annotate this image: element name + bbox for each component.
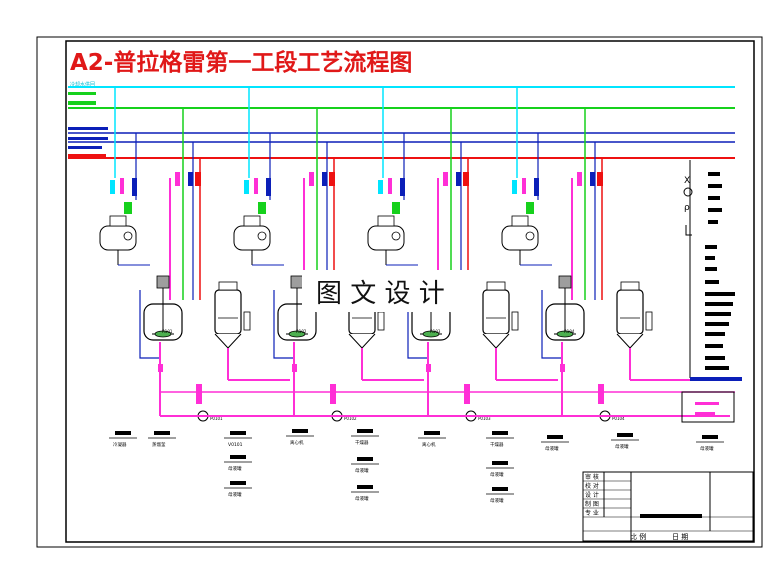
- equipment-label: 母液罐: [486, 487, 514, 504]
- equipment-label-text: 干燥器: [355, 439, 369, 446]
- equipment-label: 冷凝器: [109, 431, 137, 448]
- equipment-label-text: 干燥器: [490, 441, 504, 448]
- equipment-label-text: 母液罐: [545, 445, 559, 452]
- svg-text:X: X: [684, 176, 690, 186]
- watermark: 图 文 设 计: [302, 270, 480, 312]
- equipment-label-text: 母液罐: [228, 491, 242, 498]
- equipment-label: 母液罐: [224, 481, 252, 498]
- title-block: 审 核 校 对 设 计 制 图 专 业 比 例 日 期: [582, 471, 754, 542]
- title-block-row-2: 校 对: [585, 482, 599, 490]
- equipment-label: 母液罐: [486, 461, 514, 478]
- equipment-label: V0101: [224, 431, 252, 448]
- equipment-label-text: 冷凝器: [113, 441, 127, 448]
- discharge-header: [160, 391, 735, 417]
- pump-tag: P0102: [344, 416, 357, 421]
- diagram-title: A2-普拉格雷第一工段工艺流程图: [70, 49, 412, 76]
- svg-text:ρ: ρ: [684, 203, 690, 213]
- reactor-tag: R103: [430, 329, 441, 334]
- title-block-date: 日 期: [672, 533, 688, 541]
- equipment-label: 母液罐: [611, 433, 639, 450]
- equipment-label: 干燥器: [486, 431, 514, 448]
- equipment-label-text: 母液罐: [228, 465, 242, 472]
- reactor-tag: R102: [296, 329, 307, 334]
- equipment-label-text: 母液罐: [700, 445, 714, 452]
- equipment-label-text: 离心机: [422, 441, 436, 448]
- equipment-label-text: 母液罐: [615, 443, 629, 450]
- reactor-tag: R101: [162, 329, 173, 334]
- title-block-row-3: 设 计: [585, 491, 599, 499]
- equipment-label-text: 母液罐: [355, 467, 369, 474]
- inner-frame: [65, 40, 755, 543]
- equipment-label: 母液罐: [351, 457, 379, 474]
- pipe-legend: [68, 92, 108, 158]
- equipment-label-text: V0101: [228, 442, 243, 448]
- equipment-label: 离心机: [286, 429, 314, 446]
- watermark-text: 图 文 设 计: [316, 279, 445, 309]
- pump-tag: P0101: [210, 416, 223, 421]
- header-pipes: [68, 86, 735, 159]
- equipment-label-text: 母液罐: [490, 471, 504, 478]
- pump-tag: P0103: [478, 416, 491, 421]
- title-block-row-4: 制 图: [585, 500, 599, 508]
- equipment-label: 离心机: [418, 431, 446, 448]
- equipment-label-text: 母液罐: [490, 497, 504, 504]
- header-note: 冷却水供回: [70, 81, 95, 88]
- title-block-scale: 比 例: [630, 532, 646, 541]
- equipment-label: 母液罐: [224, 455, 252, 472]
- equipment-label: 干燥器: [351, 429, 379, 446]
- equipment-label-text: 蒸馏釜: [152, 441, 166, 448]
- pump-tag: P0104: [612, 416, 625, 421]
- equipment-label-text: 母液罐: [355, 495, 369, 502]
- equipment-label: 母液罐: [696, 435, 724, 452]
- equipment-label-text: 离心机: [290, 439, 304, 446]
- equipment-legend-column: X ρ: [681, 160, 742, 423]
- equipment-label: 母液罐: [351, 485, 379, 502]
- reactor-tag: R104: [564, 329, 575, 334]
- title-block-row-1: 审 核: [585, 473, 599, 481]
- equipment-label: 母液罐: [541, 435, 569, 452]
- equipment-label: 蒸馏釜: [148, 431, 176, 448]
- title-block-row-5: 专 业: [585, 509, 599, 517]
